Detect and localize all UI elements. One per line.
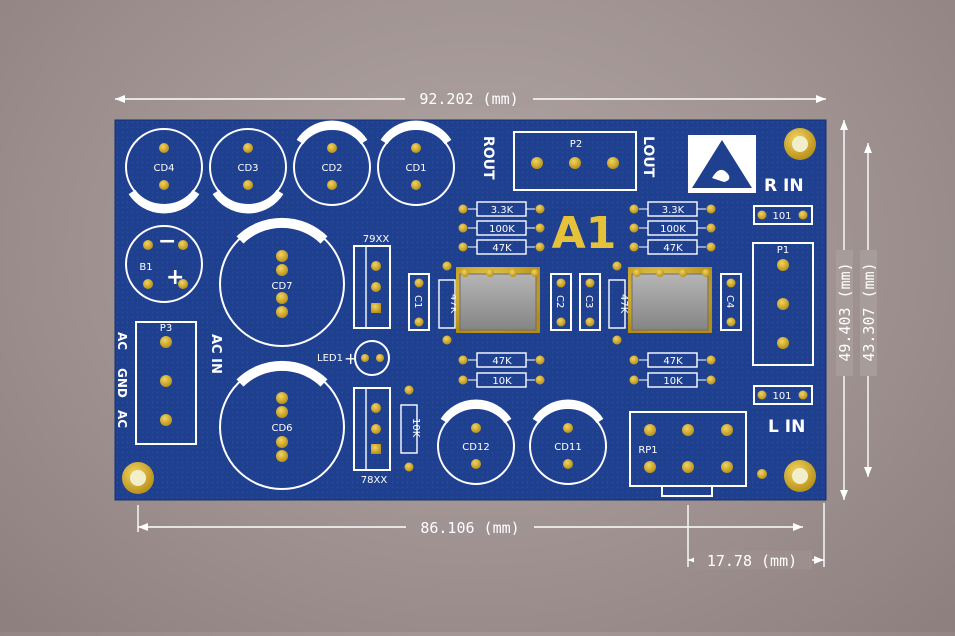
ac-label-1: AC	[115, 332, 129, 350]
gnd-label: GND	[115, 368, 129, 398]
dimension-bottom-right: 17.78 (mm)	[687, 503, 825, 570]
cap-cd6: CD6	[219, 360, 345, 490]
connector-p3: P3	[135, 321, 197, 445]
svg-text:86.106 (mm): 86.106 (mm)	[420, 519, 519, 537]
rin-label: R IN	[764, 176, 804, 196]
regulator-79xx: 79XX	[353, 234, 391, 329]
resistor-10k-vertical: 10K	[400, 385, 421, 472]
ac-label-2: AC	[115, 410, 129, 428]
svg-text:17.78 (mm): 17.78 (mm)	[707, 552, 797, 570]
minus-sign: −	[158, 229, 176, 254]
svg-text:B1: B1	[139, 262, 152, 273]
regulator-78xx: 78XX	[353, 387, 391, 486]
trim-101-top: 101	[753, 205, 813, 225]
cap-cd12: CD12	[437, 399, 515, 485]
cap-cd2: CD2	[293, 120, 371, 206]
svg-text:47K: 47K	[448, 294, 459, 314]
ac-in-label: AC IN	[208, 334, 223, 374]
cap-cd7: CD7	[219, 217, 345, 347]
cap-cd3: CD3	[209, 128, 287, 214]
ic-right	[628, 267, 712, 333]
esd-warning-icon	[688, 135, 756, 193]
cap-c2: C2	[550, 273, 572, 331]
connector-p1: P1	[752, 242, 814, 366]
svg-text:C1: C1	[412, 295, 423, 308]
svg-text:CD12: CD12	[462, 442, 489, 453]
resistor-3-3k-left: 3.3K	[491, 205, 514, 216]
resistor-47k-right: 47K	[663, 243, 683, 254]
dimension-bottom: 86.106 (mm)	[137, 505, 803, 537]
svg-text:47K: 47K	[663, 356, 683, 367]
svg-text:43.307 (mm): 43.307 (mm)	[860, 262, 878, 361]
lin-label: L IN	[768, 417, 805, 437]
cap-cd11: CD11	[529, 399, 607, 485]
bridge-b1: B1 − +	[125, 225, 203, 303]
resistors-right-bottom: 47K 10K	[629, 352, 716, 388]
svg-text:10K: 10K	[663, 376, 683, 387]
svg-text:78XX: 78XX	[361, 475, 388, 486]
cap-c4: C4	[720, 273, 742, 331]
cd3-label: CD3	[237, 163, 258, 174]
svg-text:C3: C3	[583, 295, 594, 308]
connector-p2: P2	[513, 131, 637, 191]
dimension-right-inner: 43.307 (mm)	[860, 143, 878, 477]
svg-text:+: +	[344, 349, 357, 368]
test-pad	[757, 469, 767, 479]
rout-label: ROUT	[480, 136, 496, 180]
svg-text:P1: P1	[777, 245, 789, 256]
svg-text:LED1: LED1	[317, 353, 343, 364]
resistor-47k-left: 47K	[492, 243, 512, 254]
mounting-holes	[122, 128, 816, 494]
svg-text:C4: C4	[724, 295, 735, 308]
resistor-47k-vertical-left: 47K	[438, 261, 459, 345]
svg-text:101: 101	[772, 211, 791, 222]
svg-text:10K: 10K	[492, 376, 512, 387]
dimension-right-outer: 49.403 (mm)	[836, 120, 854, 500]
cap-c1: C1	[408, 273, 430, 331]
cd1-label: CD1	[405, 163, 426, 174]
svg-text:101: 101	[772, 391, 791, 402]
resistors-right-top: 3.3K 100K 47K	[629, 201, 716, 255]
ic-left	[456, 267, 540, 333]
svg-text:P2: P2	[570, 139, 582, 150]
svg-text:10K: 10K	[410, 418, 421, 438]
cd4-label: CD4	[153, 163, 174, 174]
svg-text:P3: P3	[160, 323, 172, 334]
svg-text:C2: C2	[554, 295, 565, 308]
svg-text:92.202 (mm): 92.202 (mm)	[419, 90, 518, 108]
dimension-top: 92.202 (mm)	[115, 89, 826, 108]
cap-c3: C3	[579, 273, 601, 331]
cap-cd4: CD4	[125, 128, 203, 214]
cd2-label: CD2	[321, 163, 342, 174]
resistor-47k-vertical-right: 47K	[608, 261, 629, 345]
resistor-100k-right: 100K	[660, 224, 686, 235]
resistors-left-bottom: 47K 10K	[458, 352, 545, 388]
trim-101-bottom: 101	[753, 385, 813, 405]
svg-text:47K: 47K	[492, 356, 512, 367]
cap-cd1: CD1	[377, 120, 455, 206]
pot-rp1: RP1	[629, 411, 747, 497]
resistor-3-3k-right: 3.3K	[662, 205, 685, 216]
resistor-100k-left: 100K	[489, 224, 515, 235]
svg-text:RP1: RP1	[638, 445, 657, 456]
led1: LED1 +	[317, 340, 390, 376]
svg-text:47K: 47K	[618, 294, 629, 314]
svg-text:49.403 (mm): 49.403 (mm)	[836, 262, 854, 361]
board-title: A1	[552, 208, 617, 259]
svg-text:CD7: CD7	[271, 281, 292, 292]
svg-text:79XX: 79XX	[363, 234, 390, 245]
resistors-left-top: 3.3K 100K 47K	[458, 201, 545, 255]
lout-label: LOUT	[640, 136, 656, 178]
plus-sign: +	[166, 265, 184, 290]
svg-text:CD6: CD6	[271, 423, 292, 434]
svg-text:CD11: CD11	[554, 442, 581, 453]
